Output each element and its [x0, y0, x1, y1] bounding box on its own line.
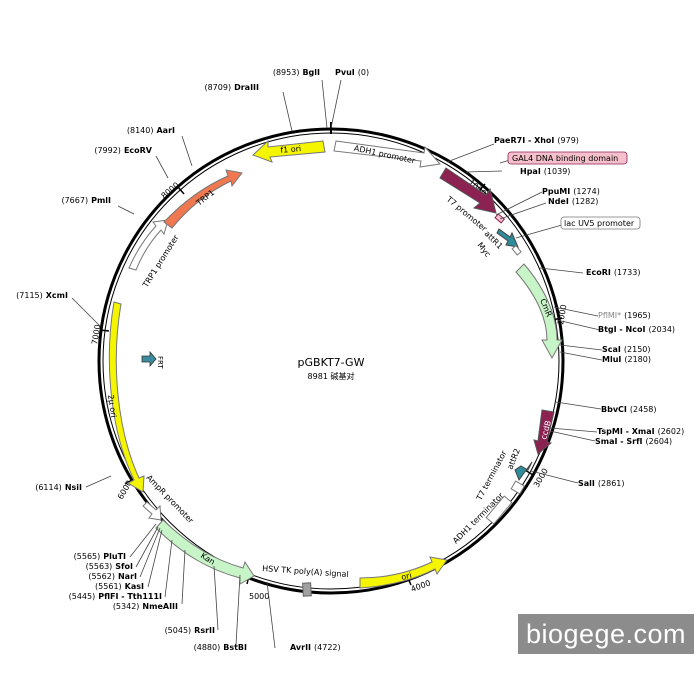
plasmid-size: 8981 碱基对	[308, 371, 355, 381]
tick-7000	[99, 329, 110, 332]
ccdb-arrow	[533, 409, 555, 455]
t7-terminator-box	[510, 480, 526, 495]
site-pluti: (5565)PluTI	[74, 552, 126, 561]
ori-arrow	[359, 556, 448, 589]
site-nmeaiii: (5342)NmeAIII	[113, 602, 178, 611]
myc-arrow	[496, 228, 519, 248]
site-bgli: (8953)BglI	[273, 68, 320, 77]
myc-label: Myc	[475, 241, 492, 259]
site-mlui: MluI(2180)	[602, 355, 651, 364]
cmr-arrow	[515, 263, 563, 360]
site-sfoi: (5563)SfoI	[86, 562, 133, 571]
site-btgi-ncoi: BtgI - NcoI(2034)	[598, 325, 675, 334]
t7-promoter-arrow	[439, 167, 497, 214]
site-hpai: HpaI(1039)	[520, 167, 570, 176]
trp1-promoter-arrow	[128, 219, 169, 271]
hsv-tk-polya-box	[302, 582, 312, 597]
trp1-arrow	[163, 169, 243, 229]
site-nsii: (6114)NsiI	[35, 483, 82, 492]
site-smai-srfi: SmaI - SrfI(2604)	[595, 437, 672, 446]
gal4-label: GAL4 DNA binding domain	[512, 154, 618, 163]
kan-arrow	[155, 519, 255, 585]
site-ecori: EcoRI(1733)	[586, 268, 640, 277]
site-rsrii: (5045)RsrII	[165, 626, 215, 635]
tick-label-5000: 5000	[249, 592, 269, 601]
ampr-promoter-arrow	[142, 501, 162, 521]
frt-label: FRT	[156, 356, 164, 369]
site-xcmi: (7115)XcmI	[16, 291, 68, 300]
site-pflfi-tth111i: (5445)PflFI - Tth111I	[69, 592, 162, 601]
lac-uv5-box	[560, 216, 641, 230]
site-pvui: PvuI(0)	[335, 68, 369, 77]
site-draiii: (8709)DraIII	[204, 83, 259, 92]
site-tspmi-xmai: TspMI - XmaI(2602)	[597, 427, 684, 436]
watermark: biogege.com	[518, 614, 694, 654]
tick-3000	[524, 469, 534, 476]
site-aari: (8140)AarI	[127, 126, 175, 135]
site-ecorv: (7992)EcoRV	[94, 146, 152, 155]
tick-label-8000: 8000	[160, 181, 181, 201]
lac-uv5-marker	[511, 244, 522, 256]
site-avrii: AvrII(4722)	[290, 643, 341, 652]
site-ndei: NdeI(1282)	[548, 197, 598, 206]
tick-label-7000: 7000	[90, 324, 102, 346]
attr1-marker	[494, 213, 506, 224]
attr2-arrow	[514, 461, 533, 482]
plasmid-name: pGBKT7-GW	[298, 356, 365, 369]
f1-ori-arrow	[252, 139, 326, 163]
site-sali: SalI(2861)	[578, 479, 625, 488]
hsv-tk-polya-label: HSV TK poly(A) signal	[262, 564, 349, 579]
lac-uv5-label-group: lac UV5 promoter	[560, 216, 641, 230]
site-kasi: (5561)KasI	[95, 582, 144, 591]
site-bstbi: (4880)BstBI	[194, 643, 247, 652]
tick-label-4000: 4000	[410, 578, 432, 593]
site-nari: (5562)NarI	[88, 572, 137, 581]
site-scai: ScaI(2150)	[602, 345, 651, 354]
site-leaders	[71, 79, 603, 649]
site-pflmi: PflMI*(1965)	[598, 311, 651, 320]
site-ppumi: PpuMI(1274)	[542, 187, 600, 196]
two-micron-ori-label: 2μ ori	[106, 394, 118, 418]
f1-ori-label: f1 ori	[280, 144, 302, 155]
ori-label: ori	[400, 571, 412, 582]
two-micron-ori-arrow	[108, 301, 145, 493]
tick-8000	[177, 186, 185, 195]
site-pmli: (7667)PmlI	[61, 196, 111, 205]
frt-arrow	[141, 350, 157, 368]
gal4-box	[507, 151, 628, 165]
adh1-terminator-box	[485, 495, 513, 525]
gal4-label-group: GAL4 DNA binding domain	[507, 151, 628, 165]
tick-6000	[124, 479, 133, 485]
t7-terminator-label: T7 terminator	[474, 448, 509, 502]
adh1-promoter-arrow	[333, 140, 441, 168]
site-bbvci: BbvCI(2458)	[601, 405, 657, 414]
lac-uv5-label: lac UV5 promoter	[564, 219, 635, 228]
site-paer7i-xhoi: PaeR7I - XhoI(979)	[494, 136, 579, 145]
